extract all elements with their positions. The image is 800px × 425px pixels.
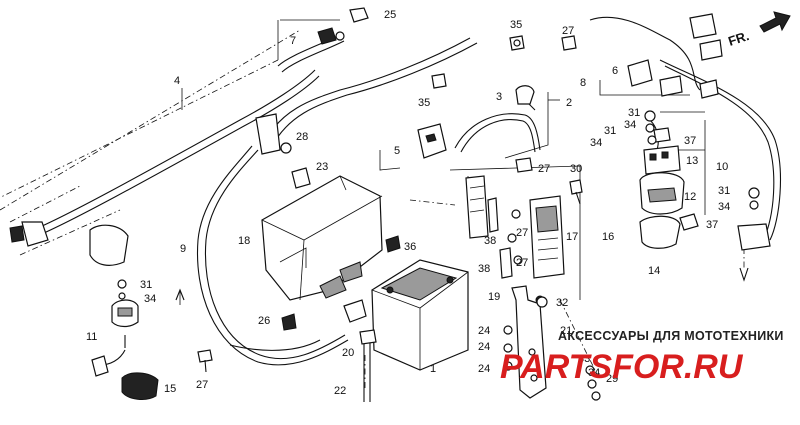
part-label-13: 13: [686, 155, 698, 167]
part-label-8: 8: [580, 77, 586, 89]
watermark-brand: PARTSFOR.RU: [500, 348, 744, 386]
part-label-9: 9: [180, 243, 186, 255]
part-label-12: 12: [684, 191, 696, 203]
part-label-38b: 38: [478, 263, 490, 275]
part-label-20: 20: [342, 347, 354, 359]
part-label-35a: 35: [510, 19, 522, 31]
part-label-2: 2: [566, 97, 572, 109]
part-label-4: 4: [174, 75, 180, 87]
part-label-24a: 24: [478, 325, 490, 337]
part-label-31b: 31: [604, 125, 616, 137]
part-label-37b: 37: [706, 219, 718, 231]
part-label-24c: 24: [478, 363, 490, 375]
part-label-29: 29: [606, 373, 618, 385]
part-label-34a: 34: [624, 119, 636, 131]
part-label-27e: 27: [196, 379, 208, 391]
part-label-32: 32: [556, 297, 568, 309]
part-label-27a: 27: [562, 25, 574, 37]
part-label-34e: 34: [588, 367, 600, 379]
part-label-35b: 35: [418, 97, 430, 109]
part-label-6: 6: [612, 65, 618, 77]
part-label-15: 15: [164, 383, 176, 395]
watermark: АКСЕССУАРЫ ДЛЯ МОТОТЕХНИКИ PARTSFOR.RU: [500, 329, 784, 386]
part-label-34c: 34: [718, 201, 730, 213]
part-label-14: 14: [648, 265, 660, 277]
part-label-25: 25: [384, 9, 396, 21]
part-label-34d: 34: [144, 293, 156, 305]
part-label-27c: 27: [516, 227, 528, 239]
part-label-23: 23: [316, 161, 328, 173]
part-label-16: 16: [602, 231, 614, 243]
part-label-27b: 27: [538, 163, 550, 175]
part-label-21: 21: [560, 325, 572, 337]
part-label-18: 18: [238, 235, 250, 247]
part-label-26: 26: [258, 315, 270, 327]
part-label-38a: 38: [484, 235, 496, 247]
part-label-33: 33: [578, 353, 590, 365]
part-label-31a: 31: [628, 107, 640, 119]
part-label-22: 22: [334, 385, 346, 397]
part-label-7: 7: [290, 35, 296, 47]
front-direction-label: FR.: [726, 28, 751, 49]
watermark-caption: АКСЕССУАРЫ ДЛЯ МОТОТЕХНИКИ: [558, 329, 784, 343]
part-label-31c: 31: [718, 185, 730, 197]
parts: [9, 7, 771, 402]
part-number-labels: 1 2 3 4 5 6 7 8 9 10 11 12 13 14 15 16 1…: [86, 9, 730, 397]
part-label-28: 28: [296, 131, 308, 143]
part-label-10: 10: [716, 161, 728, 173]
part-label-11: 11: [86, 331, 97, 343]
part-label-27d: 27: [516, 257, 528, 269]
front-direction-indicator: FR.: [726, 11, 791, 49]
reference-lines: [0, 19, 749, 390]
part-label-30: 30: [570, 163, 582, 175]
part-label-17: 17: [566, 231, 578, 243]
part-label-5: 5: [394, 145, 400, 157]
part-label-19: 19: [488, 291, 500, 303]
part-label-24b: 24: [478, 341, 490, 353]
part-label-36: 36: [404, 241, 416, 253]
part-label-37a: 37: [684, 135, 696, 147]
part-label-1: 1: [430, 363, 436, 375]
part-label-3: 3: [496, 91, 502, 103]
part-label-31d: 31: [140, 279, 152, 291]
part-label-34b: 34: [590, 137, 602, 149]
